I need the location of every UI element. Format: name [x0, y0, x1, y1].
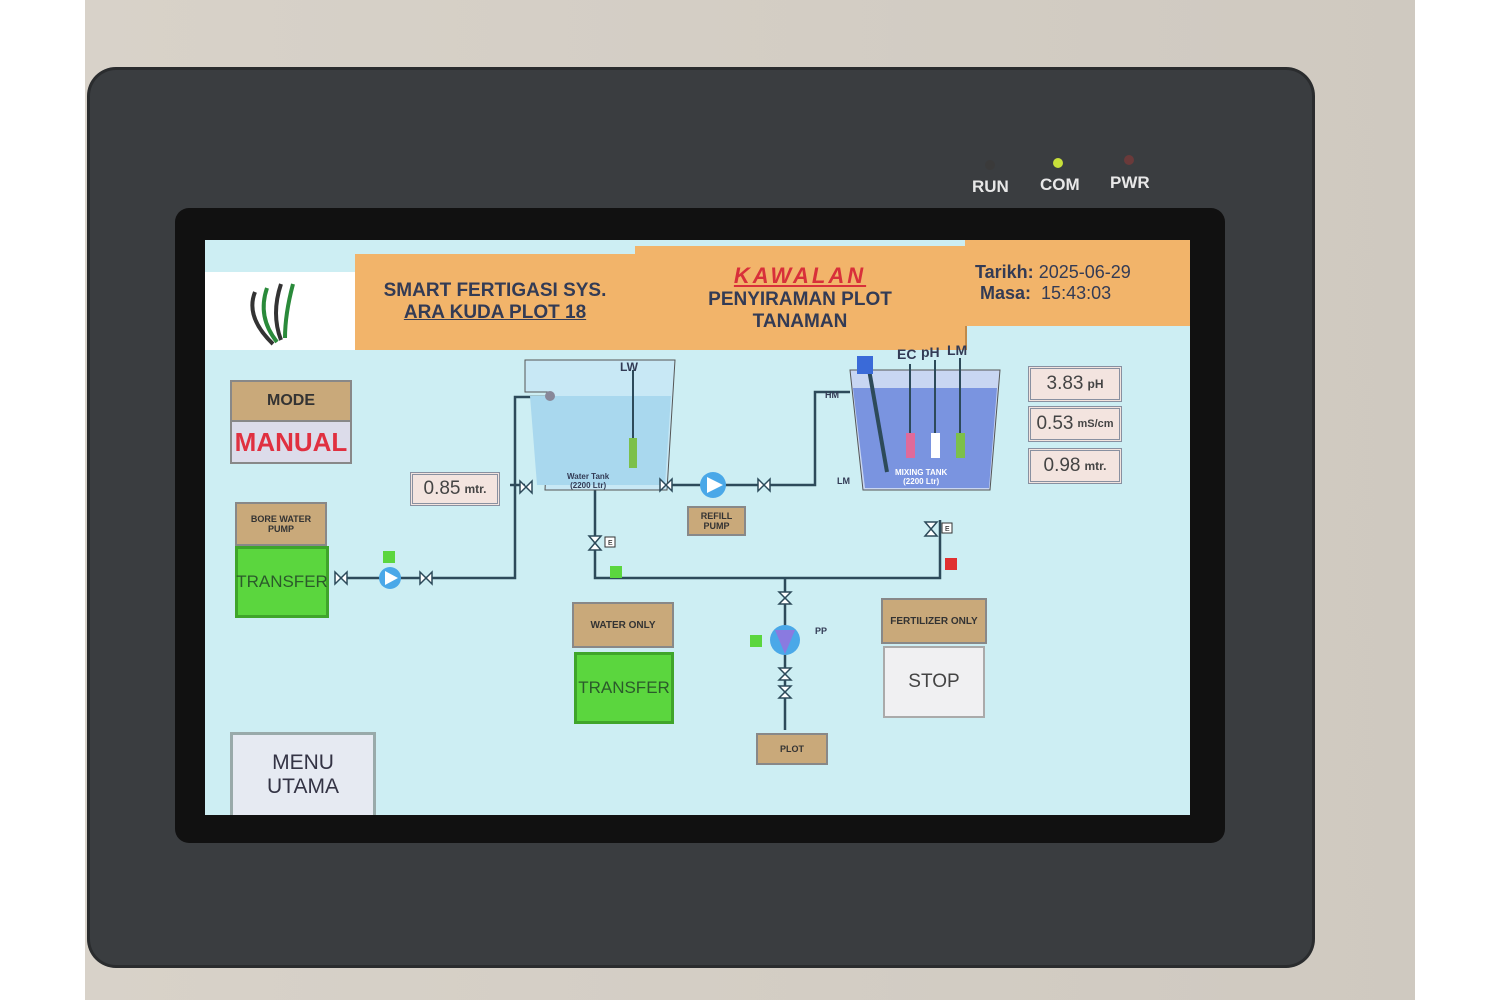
run-led — [985, 160, 995, 170]
bore-pump-transfer-button[interactable]: TRANSFER — [235, 546, 329, 618]
system-subtitle-text: ARA KUDA PLOT 18 — [403, 302, 587, 323]
water-tank-capacity: (2200 Ltr) — [570, 481, 607, 490]
mixing-level-value: 0.98 — [1043, 455, 1081, 476]
ec-label: EC — [897, 346, 917, 362]
water-level-unit: mtr. — [464, 482, 487, 496]
mixing-level-unit: mtr. — [1084, 459, 1107, 473]
logo — [205, 272, 355, 350]
mode-manual-button[interactable]: MANUAL — [230, 420, 352, 464]
fertilizer-only-label: FERTILIZER ONLY — [881, 598, 987, 644]
ec-sensor — [906, 433, 915, 458]
pp-label: PP — [815, 626, 828, 636]
com-led — [1053, 158, 1063, 168]
menu-label-1: MENU — [272, 751, 334, 774]
valve-tag-1: E — [608, 540, 613, 547]
plot-pump-status — [750, 635, 762, 647]
bore-pump-label: BORE WATER PUMP — [235, 502, 327, 546]
mixing-tank-label: MIXING TANK(2200 Ltr) — [895, 468, 947, 486]
ec-unit: mS/cm — [1077, 418, 1114, 430]
menu-label-2: UTAMA — [267, 775, 339, 798]
lm-sensor — [956, 433, 965, 458]
system-title: SMART FERTIGASI SYS. ARA KUDA PLOT 18 — [355, 254, 637, 350]
lm-marker-label: LM — [837, 476, 850, 486]
time-label: Masa: — [980, 283, 1032, 303]
mixer-motor-icon — [857, 356, 873, 374]
water-only-label: WATER ONLY — [572, 602, 674, 648]
water-valve-status — [610, 566, 622, 578]
process-diagram: E E — [334, 356, 1001, 730]
valve-tag-2: E — [945, 526, 950, 533]
run-label: RUN — [972, 177, 1009, 196]
ph-unit: pH — [1087, 377, 1104, 391]
mode-label: MODE — [230, 380, 352, 422]
section-title-text: KAWALAN — [733, 263, 867, 288]
water-tank-name: Water Tank — [567, 472, 610, 481]
valve-icons — [334, 477, 939, 699]
water-level-value: 0.85 — [423, 478, 461, 499]
section-sub1: PENYIRAMAN PLOT — [708, 289, 892, 310]
refill-pump-icon — [700, 472, 726, 498]
water-tank-label: Water Tank(2200 Ltr) — [567, 472, 609, 490]
plot-pump-icon — [770, 625, 800, 655]
pwr-led — [1124, 155, 1134, 165]
mixing-tank-name: MIXING TANK — [895, 468, 948, 477]
bore-pump-status — [383, 551, 395, 563]
ph-sensor — [931, 433, 940, 458]
fertilizer-only-stop-button[interactable]: STOP — [883, 646, 985, 718]
ph-label: pH — [921, 344, 940, 360]
water-only-transfer-button[interactable]: TRANSFER — [574, 652, 674, 724]
ec-value: 0.53 — [1036, 413, 1074, 434]
date-value: 2025-06-29 — [1038, 262, 1131, 282]
plot-label: PLOT — [756, 733, 828, 765]
datetime-panel: Tarikh: 2025-06-29 Masa: 15:43:03 — [965, 240, 1190, 326]
refill-pump-label: REFILL PUMP — [687, 506, 746, 536]
hmi-screen: SMART FERTIGASI SYS. ARA KUDA PLOT 18 KA… — [205, 240, 1190, 815]
ph-value: 3.83 — [1046, 373, 1084, 394]
section-sub2: TANAMAN — [752, 311, 848, 332]
fertilizer-valve-status — [945, 558, 957, 570]
time-value: 15:43:03 — [1041, 283, 1112, 303]
system-title-text: SMART FERTIGASI SYS. — [383, 280, 607, 301]
date-label: Tarikh: — [975, 262, 1034, 282]
lm-label: LM — [947, 342, 968, 358]
hm-label: HM — [825, 390, 839, 400]
pwr-label: PWR — [1110, 173, 1150, 192]
level-sensor-lw — [629, 438, 637, 468]
lw-label: LW — [620, 360, 638, 374]
ministry-logo-icon — [250, 283, 295, 346]
mixing-tank-capacity: (2200 Ltr) — [903, 477, 940, 486]
com-label: COM — [1040, 175, 1080, 194]
bore-pump-icon — [379, 567, 401, 589]
